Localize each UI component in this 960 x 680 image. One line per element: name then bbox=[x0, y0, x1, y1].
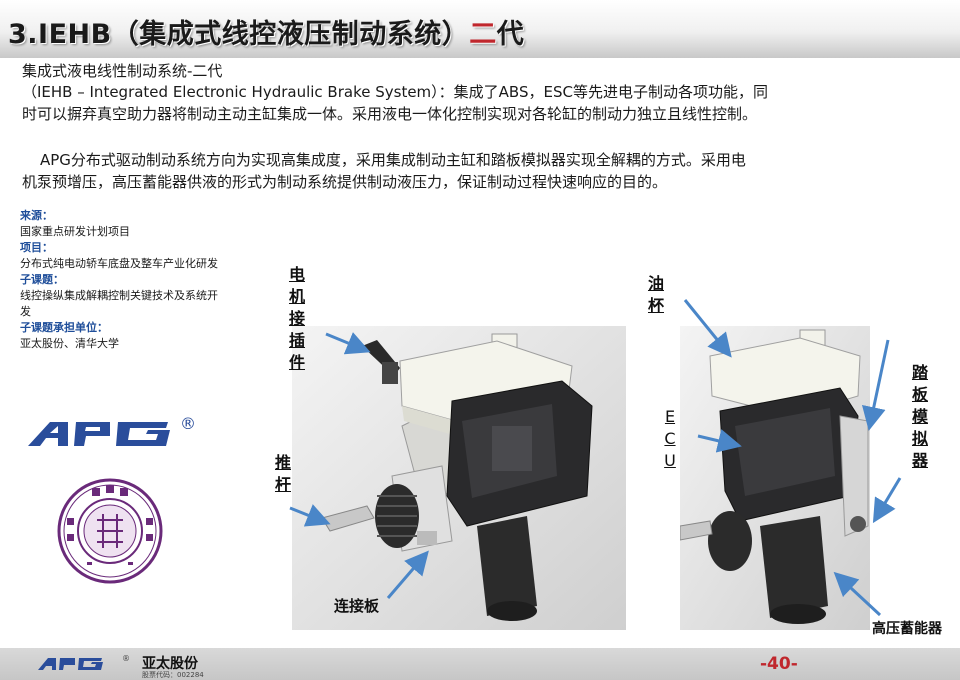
project-info: 来源： 国家重点研发计划项目 项目： 分布式纯电动轿车底盘及整车产业化研发 子课… bbox=[20, 208, 275, 352]
label-push-rod: 推杆 bbox=[274, 453, 291, 494]
footer-apg-logo bbox=[38, 655, 128, 673]
footer-stock-code: 股票代码：002284 bbox=[142, 671, 204, 679]
footer-apg-logo-graphic bbox=[38, 658, 103, 670]
source-label: 来源： bbox=[20, 209, 53, 222]
arrow-connect-plate bbox=[386, 550, 429, 599]
iehb-photo-left bbox=[292, 326, 626, 630]
intro-line-2: （IEHB – Integrated Electronic Hydraulic … bbox=[22, 83, 768, 101]
title-highlight: 二 bbox=[469, 19, 497, 50]
apg-logo-graphic bbox=[28, 422, 170, 446]
label-motor-connector: 电机接插件 bbox=[288, 265, 305, 372]
label-connect-plate: 连接板 bbox=[334, 597, 380, 615]
arrow-oil-cup bbox=[683, 299, 732, 358]
subject-label: 子课题： bbox=[20, 273, 64, 286]
footer-company: 亚太股份 bbox=[142, 656, 198, 672]
page-number: -40- bbox=[760, 654, 798, 674]
iehb-device-right-graphic bbox=[679, 326, 870, 630]
subject-value-2: 发 bbox=[20, 305, 31, 318]
arrow-motor-connector bbox=[325, 332, 371, 355]
subject-value-1: 线控操纵集成解耦控制关键技术及系统开 bbox=[20, 289, 218, 302]
para2-line-2: 机泵预增压，高压蓄能器供液的形式为制动系统提供制动液压力，保证制动过程快速响应的… bbox=[22, 173, 668, 191]
unit-label: 子课题承担单位： bbox=[20, 321, 108, 334]
project-label: 项目： bbox=[20, 241, 53, 254]
project-value: 分布式纯电动轿车底盘及整车产业化研发 bbox=[20, 257, 218, 270]
arrow-ecu bbox=[697, 429, 742, 453]
page-title: 3.IEHB（集成式线控液压制动系统）二代 bbox=[8, 19, 525, 50]
footer-registered: ® bbox=[122, 654, 130, 663]
para2-line-1: APG分布式驱动制动系统方向为实现高集成度，采用集成制动主缸和踏板模拟器实现全解… bbox=[40, 151, 746, 169]
arrow-push-rod bbox=[289, 504, 331, 527]
source-value: 国家重点研发计划项目 bbox=[20, 225, 130, 238]
iehb-photo-right bbox=[679, 326, 870, 630]
footer-bar bbox=[0, 648, 960, 680]
arrow-pedal-sim-1 bbox=[861, 339, 890, 431]
arrow-pedal-sim-2 bbox=[872, 477, 902, 524]
intro-heading: 集成式液电线性制动系统-二代 bbox=[22, 62, 223, 80]
tsinghua-seal-icon bbox=[57, 478, 163, 584]
registered-mark: ® bbox=[180, 414, 196, 433]
label-accumulator: 高压蓄能器 bbox=[872, 621, 942, 637]
title-band bbox=[0, 0, 960, 58]
unit-value: 亚太股份、清华大学 bbox=[20, 337, 119, 350]
arrow-accumulator bbox=[833, 571, 882, 617]
label-pedal-simulator: 踏板模拟器 bbox=[911, 363, 928, 470]
apg-logo: ® bbox=[28, 414, 228, 456]
iehb-device-left-graphic bbox=[292, 326, 626, 630]
intro-line-3: 时可以摒弃真空助力器将制动主动主缸集成一体。采用液电一体化控制实现对各轮缸的制动… bbox=[22, 105, 758, 123]
label-oil-cup: 油杯 bbox=[647, 274, 664, 315]
